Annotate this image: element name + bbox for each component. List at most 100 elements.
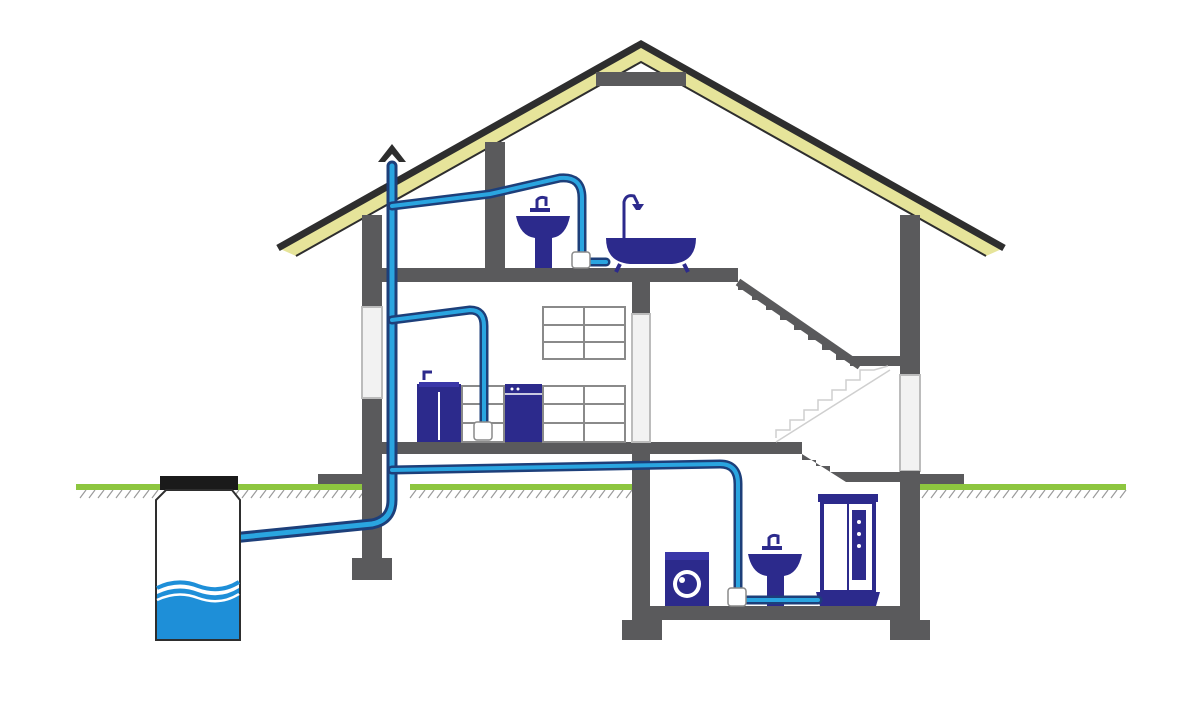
hatch-mark (445, 489, 453, 499)
trap-basement (727, 587, 747, 607)
hatch-mark (331, 489, 339, 499)
hatch-mark (508, 489, 516, 499)
hatch-mark (259, 489, 267, 499)
hatch-mark (427, 489, 435, 499)
hatch-mark (984, 489, 992, 499)
right-wall-upper (900, 215, 920, 375)
hatch-mark (268, 489, 276, 499)
trap-attic (571, 251, 591, 269)
hatch-mark (562, 489, 570, 499)
hatch-mark (975, 489, 983, 499)
hatch-mark (304, 489, 312, 499)
right-wall-lower (900, 471, 920, 620)
left-footing (352, 558, 392, 580)
hatch-mark (939, 489, 947, 499)
hatch-mark (1065, 489, 1073, 499)
hatch-mark (133, 489, 141, 499)
ground-line-middle (410, 484, 632, 490)
hatch-mark (571, 489, 579, 499)
left-plinth (318, 474, 364, 484)
hatch-mark (1038, 489, 1046, 499)
hatch-mark (313, 489, 321, 499)
hatch-mark (115, 489, 123, 499)
left-window (361, 306, 383, 399)
hatch-mark (930, 489, 938, 499)
hatch-mark (957, 489, 965, 499)
hatch-mark (490, 489, 498, 499)
staircase (735, 278, 891, 482)
hatch-mark (1056, 489, 1064, 499)
basement-landing (846, 472, 900, 482)
attic-floor-slab (382, 268, 738, 282)
kitchen-sink-icon (417, 370, 461, 442)
septic-tank-icon (155, 476, 241, 641)
hatch-mark (1074, 489, 1082, 499)
attic-post-left (485, 142, 505, 272)
middle-wall-window (631, 313, 651, 443)
upper-stair-underside (735, 278, 863, 370)
hatch-mark (625, 489, 633, 499)
hatch-mark (436, 489, 444, 499)
washing-machine-icon (665, 552, 709, 606)
ground-floor-slab (382, 442, 802, 454)
hatch-mark (1092, 489, 1100, 499)
ridge-post (596, 72, 686, 86)
hatch-mark (409, 489, 417, 499)
hatch-mark (966, 489, 974, 499)
washbasin-icon (516, 195, 570, 268)
hatch-mark (277, 489, 285, 499)
roof (276, 39, 1006, 272)
hatch-mark (286, 489, 294, 499)
kitchen-wall-cabinet (542, 306, 626, 360)
hatch-mark (948, 489, 956, 499)
lower-stair-rail (775, 369, 891, 443)
hatch-mark (1101, 489, 1109, 499)
sewer-pipes (226, 160, 823, 607)
hatch-mark (589, 489, 597, 499)
hatch-mark (295, 489, 303, 499)
bathtub-icon (606, 194, 696, 273)
ground-line-right (920, 484, 1126, 490)
dishwasher-icon (505, 384, 542, 442)
hatch-mark (481, 489, 489, 499)
hatch-mark (1002, 489, 1010, 499)
hatch-mark (241, 489, 249, 499)
hatch-mark (88, 489, 96, 499)
hatch-mark (1011, 489, 1019, 499)
hatch-mark (616, 489, 624, 499)
hatch-mark (349, 489, 357, 499)
middle-footing (622, 620, 662, 640)
left-wall-upper (362, 215, 382, 307)
hatch-mark (526, 489, 534, 499)
kitchen-base-cabinets (461, 385, 626, 443)
hatch-mark (454, 489, 462, 499)
hatch-mark (124, 489, 132, 499)
hatch-mark (1119, 489, 1127, 499)
basement-floor-slab (650, 606, 900, 620)
hatch-mark (993, 489, 1001, 499)
hatch-mark (1110, 489, 1118, 499)
hatch-mark (1020, 489, 1028, 499)
hatch-mark (472, 489, 480, 499)
hatch-mark (607, 489, 615, 499)
basement-stair-flight (802, 454, 846, 482)
hatch-mark (580, 489, 588, 499)
hatch-mark (553, 489, 561, 499)
hatch-mark (535, 489, 543, 499)
roof-outline (276, 39, 1006, 252)
stair-landing (850, 356, 900, 366)
hatch-mark (106, 489, 114, 499)
hatch-mark (142, 489, 150, 499)
hatch-mark (79, 489, 87, 499)
hatch-mark (517, 489, 525, 499)
hatch-mark (499, 489, 507, 499)
hatch-mark (151, 489, 159, 499)
hatch-mark (340, 489, 348, 499)
left-wall-lower (362, 398, 382, 558)
hatch-mark (97, 489, 105, 499)
hatch-mark (1047, 489, 1055, 499)
middle-wall-lower (632, 454, 650, 620)
right-window (899, 374, 921, 472)
right-footing (890, 620, 930, 640)
